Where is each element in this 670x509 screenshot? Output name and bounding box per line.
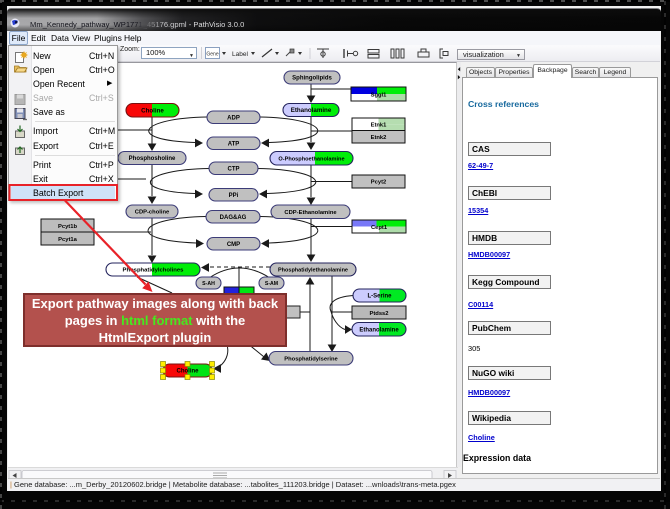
svg-text:Choline: Choline: [141, 107, 164, 114]
svg-text:S-AM: S-AM: [265, 281, 278, 287]
svg-text:ADP: ADP: [227, 115, 240, 121]
svg-text:Phosphatidylethanolamine: Phosphatidylethanolamine: [278, 268, 348, 274]
svg-text:CTP: CTP: [228, 166, 240, 172]
svg-text:Etnk2: Etnk2: [371, 135, 387, 141]
svg-text:Label: Label: [232, 51, 248, 58]
svg-text:PPi: PPi: [229, 193, 239, 199]
svg-text:Sggl1: Sggl1: [371, 92, 388, 98]
svg-text:Ethanolamine: Ethanolamine: [291, 107, 332, 114]
svg-text:L-Serine: L-Serine: [367, 294, 392, 300]
svg-text:CMP: CMP: [227, 242, 240, 248]
svg-text:Ethanolamine: Ethanolamine: [359, 327, 399, 333]
svg-text:Phosphatidylserine: Phosphatidylserine: [284, 356, 338, 362]
svg-text:CDP-Ethanolamine: CDP-Ethanolamine: [284, 210, 337, 216]
svg-text:ATP: ATP: [228, 141, 240, 147]
svg-text:Choline: Choline: [177, 369, 200, 375]
svg-text:Pcyt1a: Pcyt1a: [58, 237, 77, 243]
svg-text:Cept1: Cept1: [371, 225, 388, 231]
svg-text:Pcyt1b: Pcyt1b: [58, 224, 77, 230]
svg-text:Phosphatidylcholines: Phosphatidylcholines: [123, 268, 185, 274]
svg-text:DAG&AG: DAG&AG: [220, 215, 247, 221]
svg-text:CDP-choline: CDP-choline: [135, 210, 170, 216]
svg-text:Etnk1: Etnk1: [371, 123, 388, 129]
svg-text:Phosphosholine: Phosphosholine: [129, 156, 176, 162]
svg-text:O-Phosphoethanolamine: O-Phosphoethanolamine: [278, 156, 344, 162]
svg-text:Ptdss2: Ptdss2: [369, 311, 388, 317]
svg-text:Gene: Gene: [206, 52, 218, 58]
svg-text:Pcyt2: Pcyt2: [371, 180, 386, 186]
svg-text:S-AH: S-AH: [202, 281, 215, 287]
svg-text:Sphingolipids: Sphingolipids: [292, 76, 332, 82]
